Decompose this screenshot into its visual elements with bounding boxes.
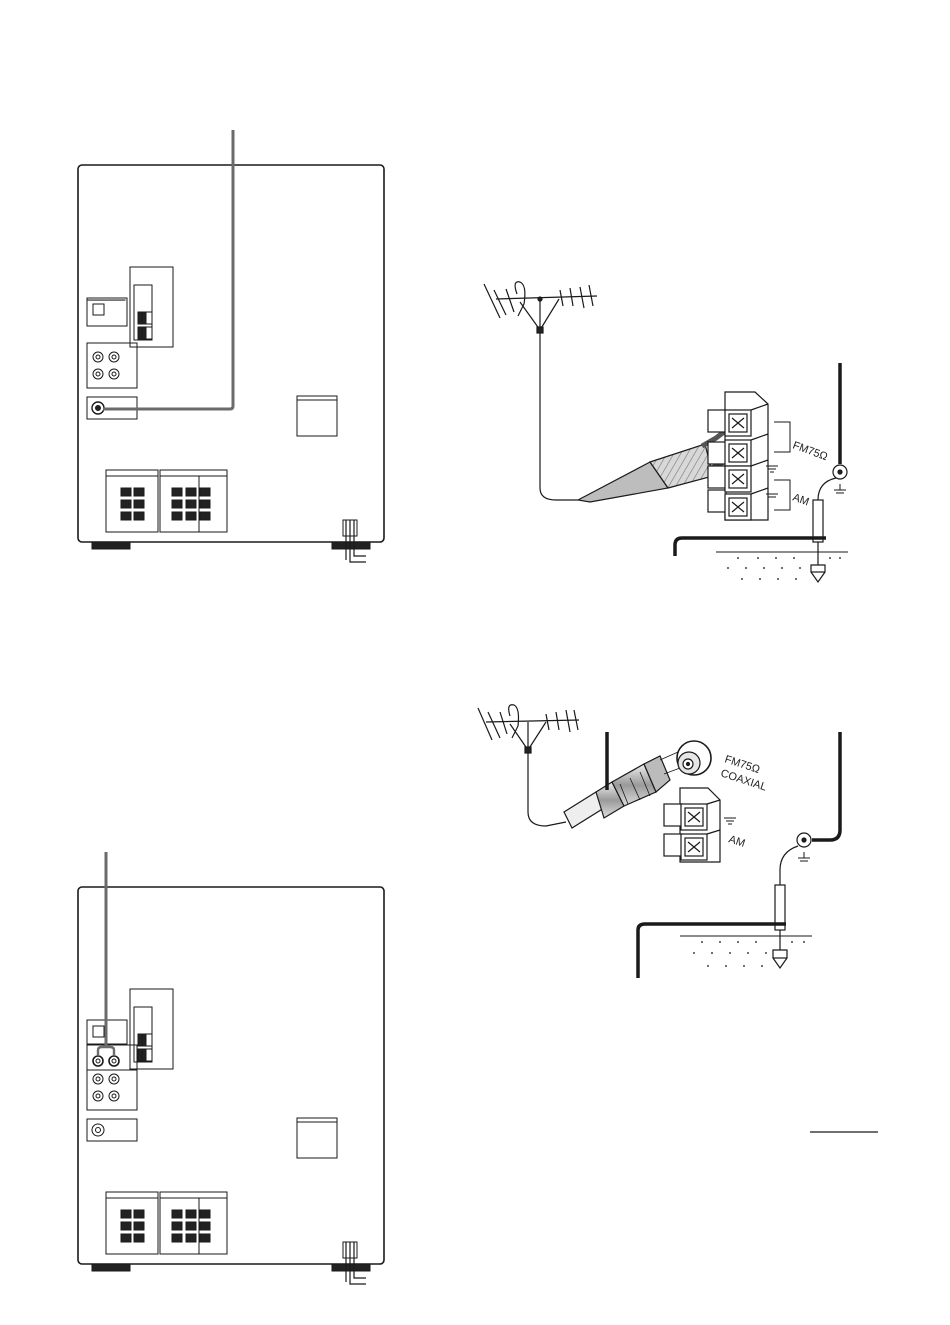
am-label-2: AM <box>727 833 746 850</box>
callout-line-top <box>103 130 233 409</box>
rear-panel-bottom <box>78 852 384 1284</box>
rca-jacks <box>93 352 119 379</box>
am-terminal-block <box>664 788 720 862</box>
am-label: AM <box>791 492 811 509</box>
rca-jacks-with-jumper <box>93 1047 119 1101</box>
antenna-terminal-block <box>708 392 768 520</box>
outdoor-antenna-300ohm <box>484 282 848 582</box>
fm75-label: FM75Ω <box>791 440 829 464</box>
rear-panel-top <box>78 130 384 562</box>
coaxial-plug-icon <box>564 752 680 828</box>
outdoor-antenna-coaxial <box>478 705 840 978</box>
